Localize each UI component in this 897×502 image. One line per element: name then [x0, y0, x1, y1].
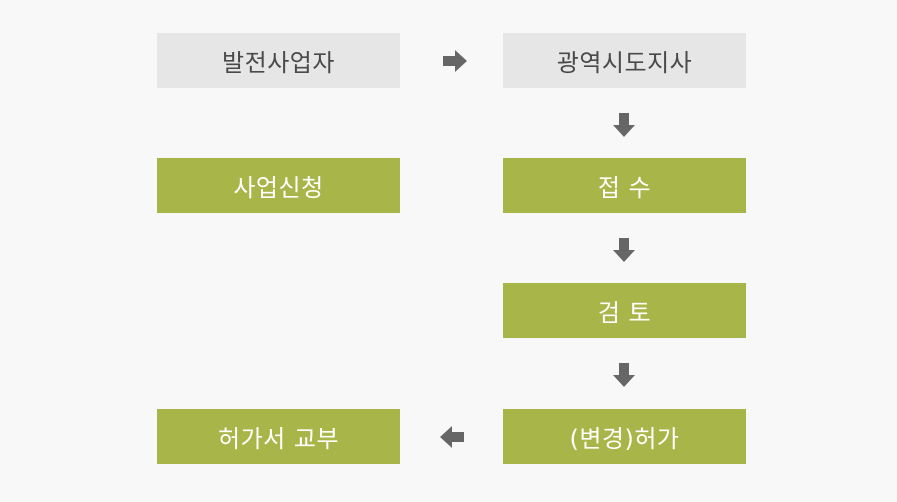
header-authority: 광역시도지사: [503, 33, 746, 88]
arrow-down-icon: [611, 113, 637, 139]
step-issue: 허가서 교부: [157, 409, 400, 464]
arrow-down-icon: [611, 363, 637, 389]
header-applicant-label: 발전사업자: [222, 49, 335, 77]
step-permit: (변경)허가: [503, 409, 746, 464]
step-apply: 사업신청: [157, 158, 400, 213]
step-review: 검 토: [503, 283, 746, 338]
arrow-right-icon: [443, 48, 469, 74]
step-issue-label: 허가서 교부: [217, 425, 340, 453]
header-authority-label: 광역시도지사: [556, 49, 693, 77]
arrow-left-icon: [438, 424, 464, 450]
step-receive: 접 수: [503, 158, 746, 213]
header-applicant: 발전사업자: [157, 33, 400, 88]
step-review-label: 검 토: [597, 299, 652, 327]
step-apply-label: 사업신청: [233, 174, 324, 202]
step-permit-label: (변경)허가: [569, 425, 680, 453]
step-receive-label: 접 수: [597, 174, 652, 202]
arrow-down-icon: [611, 238, 637, 264]
